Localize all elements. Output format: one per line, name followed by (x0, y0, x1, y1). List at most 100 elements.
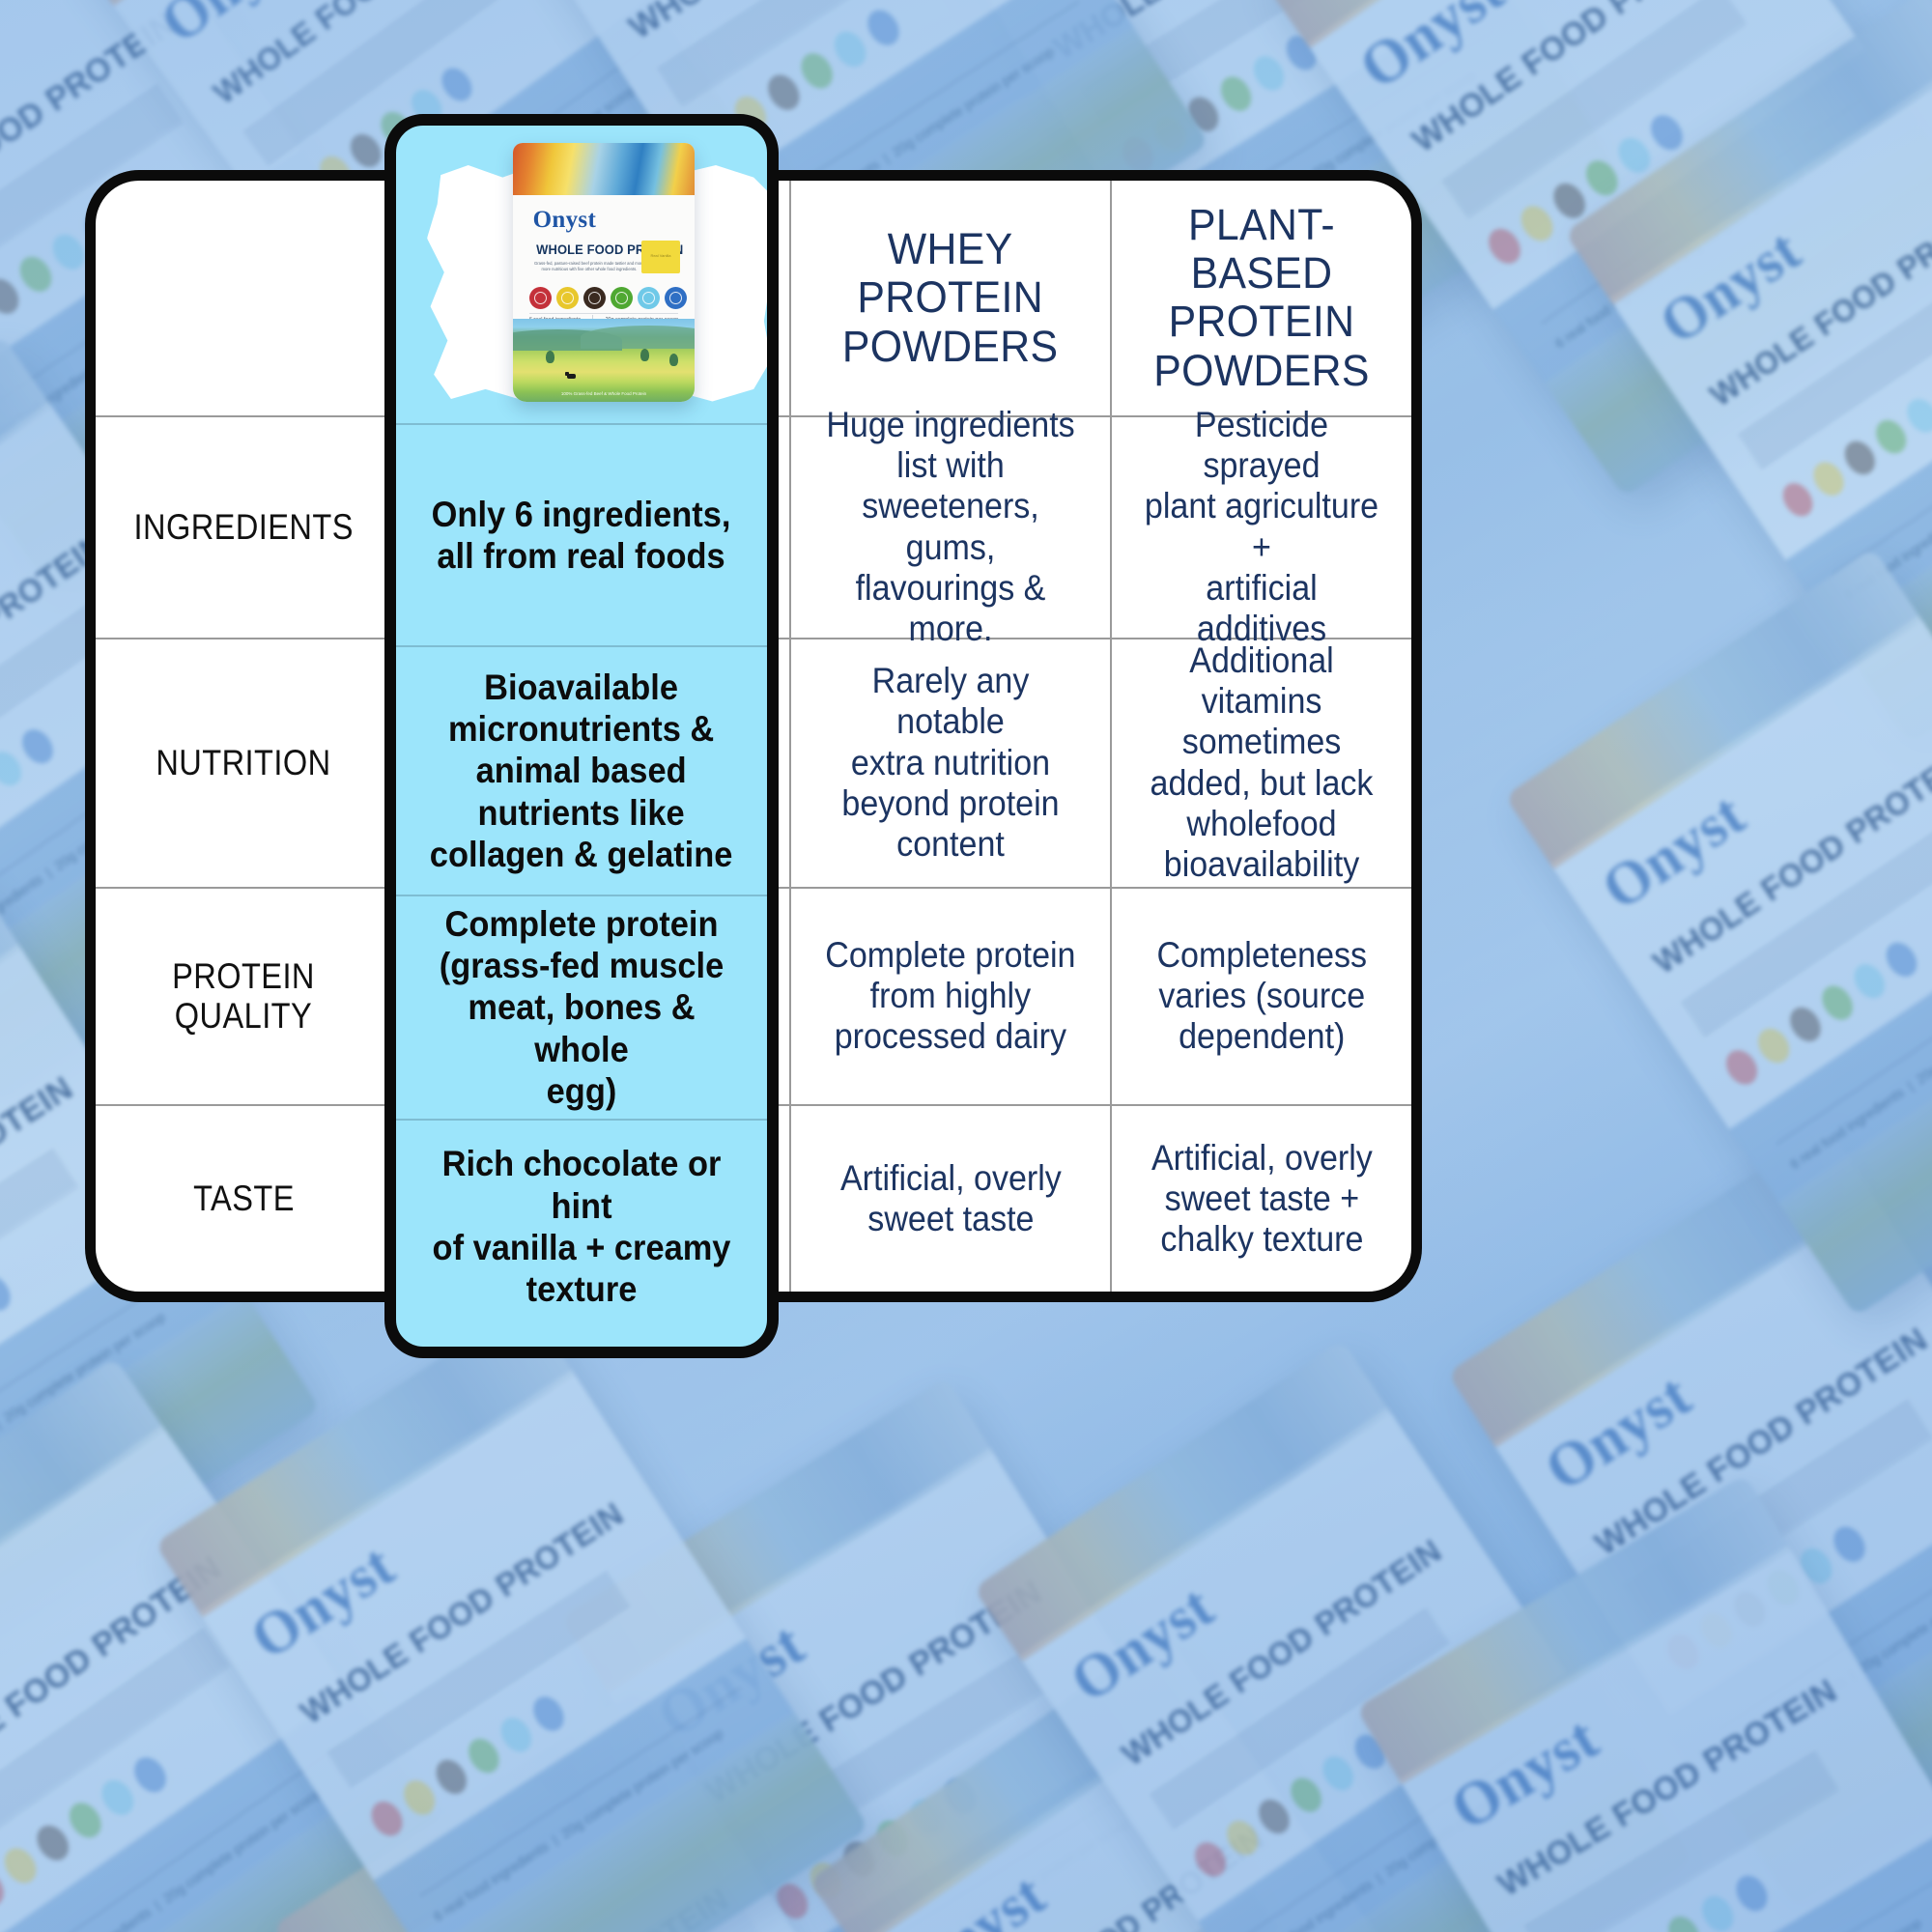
table-row: NUTRITION Rarely any notable extra nutri… (96, 637, 1411, 887)
onyst-taste-text: Rich chocolate or hint of vanilla + crea… (423, 1143, 739, 1310)
pouch-divider-rule (528, 312, 679, 314)
collagen-icon (637, 286, 660, 309)
whey-header-line-3: POWDERS (842, 321, 1059, 371)
onyst-highlight-ingredients: Only 6 ingredients, all from real foods (396, 423, 767, 645)
text-line: flavourings & more. (855, 567, 1046, 648)
no-additives-icon (582, 286, 606, 309)
text-line: sweet taste + (1164, 1178, 1359, 1218)
text-line: Pesticide sprayed (1194, 405, 1329, 486)
text-line: Artificial, overly (839, 1157, 1062, 1198)
onyst-product-image-section: Onyst WHOLE FOOD PROTEIN Grass-fed, past… (396, 126, 767, 423)
plant-protein-quality-text: Completeness varies (source dependent) (1156, 935, 1367, 1058)
whey-cell-nutrition: Rarely any notable extra nutrition beyon… (789, 639, 1110, 887)
whey-ingredients-text: Huge ingredients list with sweeteners, g… (820, 405, 1081, 649)
product-pouch-image: Onyst WHOLE FOOD PROTEIN Grass-fed, past… (513, 143, 695, 402)
onyst-protein-quality-text: Complete protein (grass-fed muscle meat,… (423, 903, 739, 1112)
row-label-line-1: PROTEIN (172, 955, 315, 996)
text-line: processed dairy (834, 1016, 1067, 1057)
text-line: collagen & gelatine (430, 834, 733, 874)
pouch-landscape-artwork: 100% Grass-fed Beef & Whole Food Protein (513, 319, 695, 402)
text-line: micronutrients & (448, 709, 715, 750)
plant-cell-taste: Artificial, overly sweet taste + chalky … (1110, 1105, 1411, 1292)
egg-icon (555, 286, 579, 309)
row-label-taste: TASTE (96, 1106, 391, 1292)
onyst-highlight-nutrition: Bioavailable micronutrients & animal bas… (396, 645, 767, 895)
whey-header-line-1: WHEY (888, 223, 1013, 273)
whey-cell-taste: Artificial, overly sweet taste (789, 1105, 1110, 1292)
pouch-brand-text: Onyst (532, 206, 597, 233)
plant-header-line-3: POWDERS (1153, 345, 1370, 395)
text-line: Completeness (1156, 934, 1367, 975)
pouch-badge-text: Real Vanilla (650, 253, 671, 259)
text-line: meat, bones & whole (468, 987, 696, 1069)
header-cell-plant-based: PLANT-BASED PROTEIN POWDERS (1110, 181, 1411, 415)
row-label-nutrition: NUTRITION (96, 639, 391, 887)
plant-taste-text: Artificial, overly sweet taste + chalky … (1151, 1138, 1373, 1261)
text-line: dependent) (1178, 1016, 1346, 1057)
text-line: chalky texture (1159, 1219, 1364, 1259)
text-line: nutrients like (477, 792, 686, 833)
whey-header-line-2: PROTEIN (857, 272, 1044, 323)
plant-cell-protein-quality: Completeness varies (source dependent) (1110, 888, 1411, 1104)
product-image-wrapper: Onyst WHOLE FOOD PROTEIN Grass-fed, past… (412, 131, 767, 417)
row-label-line-1: INGREDIENTS (133, 506, 354, 547)
row-label-line-1: NUTRITION (156, 742, 331, 782)
row-label-text: TASTE (193, 1179, 295, 1218)
onyst-highlight-protein-quality: Complete protein (grass-fed muscle meat,… (396, 895, 767, 1119)
row-label-ingredients: INGREDIENTS (96, 417, 391, 638)
text-line: all from real foods (437, 536, 726, 576)
text-line: Bioavailable (484, 667, 679, 707)
text-line: varies (source (1158, 976, 1365, 1016)
plant-cell-nutrition: Additional vitamins sometimes added, but… (1110, 639, 1411, 887)
gelatine-icon (664, 286, 687, 309)
text-line: list with (896, 445, 1005, 486)
text-line: (grass-fed muscle (439, 946, 724, 986)
comparison-table-card: WHEY PROTEIN POWDERS PLANT-BASED PROTEIN… (85, 170, 1422, 1302)
pouch-description-text: Grass-fed, pasture-raised beef protein m… (534, 260, 644, 272)
onyst-highlight-column: Onyst WHOLE FOOD PROTEIN Grass-fed, past… (384, 114, 779, 1358)
text-line: from highly (869, 976, 1032, 1016)
text-line: bioavailability (1163, 843, 1360, 884)
row-label-text: NUTRITION (156, 743, 330, 782)
landscape-hill-right (580, 326, 695, 350)
text-line: beyond protein (841, 782, 1060, 823)
text-line: texture (526, 1269, 638, 1310)
onyst-highlight-taste: Rich chocolate or hint of vanilla + crea… (396, 1119, 767, 1333)
text-line: wholefood (1186, 803, 1337, 843)
landscape-tree (639, 349, 649, 362)
text-line: Complete protein (825, 934, 1076, 975)
grass-fed-icon (610, 286, 633, 309)
table-header-row: WHEY PROTEIN POWDERS PLANT-BASED PROTEIN… (96, 181, 1411, 415)
whey-taste-text: Artificial, overly sweet taste (840, 1158, 1062, 1239)
header-cell-blank (96, 181, 391, 415)
text-line: of vanilla + creamy (432, 1228, 731, 1267)
row-label-text: PROTEIN QUALITY (172, 956, 315, 1037)
whey-protein-quality-text: Complete protein from highly processed d… (825, 935, 1075, 1058)
row-label-line-2: QUALITY (174, 996, 313, 1037)
whey-cell-ingredients: Huge ingredients list with sweeteners, g… (789, 405, 1110, 648)
landscape-tree (668, 354, 678, 367)
text-line: sweeteners, gums, (862, 486, 1039, 567)
onyst-nutrition-text: Bioavailable micronutrients & animal bas… (430, 667, 733, 875)
plant-nutrition-text: Additional vitamins sometimes added, but… (1140, 640, 1383, 885)
whey-nutrition-text: Rarely any notable extra nutrition beyon… (820, 661, 1081, 865)
row-label-protein-quality: PROTEIN QUALITY (96, 889, 391, 1104)
row-label-line-1: TASTE (192, 1179, 295, 1219)
text-line: extra nutrition (850, 742, 1051, 782)
whey-header-text: WHEY PROTEIN POWDERS (842, 223, 1059, 371)
text-line: content (896, 823, 1005, 864)
header-cell-whey: WHEY PROTEIN POWDERS (789, 181, 1110, 415)
text-line: Huge ingredients (826, 405, 1075, 445)
landscape-cow (565, 372, 577, 379)
plant-cell-ingredients: Pesticide sprayed plant agriculture + ar… (1110, 405, 1411, 648)
pouch-scene-caption: 100% Grass-fed Beef & Whole Food Protein (560, 390, 647, 396)
text-line: Artificial, overly (1151, 1137, 1373, 1178)
text-line: Additional (1189, 640, 1334, 681)
pouch-top-artwork (513, 143, 695, 200)
table-row: PROTEIN QUALITY Complete protein from hi… (96, 886, 1411, 1104)
text-line: added, but lack (1150, 762, 1374, 803)
text-line: sweet taste (867, 1198, 1035, 1238)
text-line: vitamins sometimes (1181, 681, 1342, 762)
plant-header-line-1: PLANT-BASED (1188, 199, 1335, 298)
comparison-table: WHEY PROTEIN POWDERS PLANT-BASED PROTEIN… (96, 181, 1411, 1292)
